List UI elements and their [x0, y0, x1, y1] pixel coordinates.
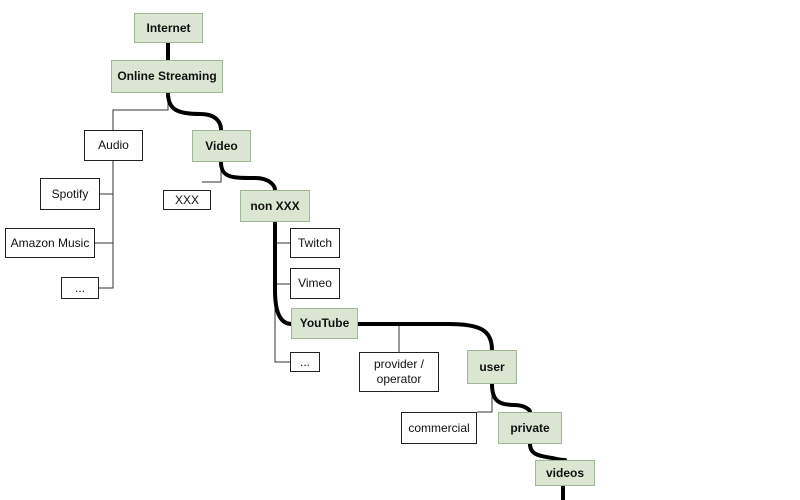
- node-xxx-label: XXX: [174, 192, 199, 207]
- node-private-label: private: [510, 420, 550, 435]
- connector-xxx: [202, 162, 222, 183]
- node-xxx: XXX: [163, 190, 211, 210]
- connector-nonxxx-children: [274, 222, 290, 363]
- node-vimeo: Vimeo: [290, 268, 340, 299]
- node-user-label: user: [479, 359, 505, 374]
- path-nonxxx-youtube: [273, 220, 294, 326]
- node-videos-label: videos: [545, 465, 584, 480]
- connector-audio: [112, 93, 169, 130]
- path-user-private: [490, 382, 532, 414]
- node-youtube-label: YouTube: [299, 316, 350, 330]
- node-provider-operator-label: provider / operator: [373, 357, 425, 386]
- node-commercial-label: commercial: [408, 420, 470, 435]
- node-non-xxx-label: non XXX: [250, 198, 300, 213]
- node-youtube: YouTube: [291, 308, 358, 339]
- node-user: user: [467, 350, 517, 384]
- node-audio-label: Audio: [98, 138, 129, 152]
- node-audio-more: ...: [61, 277, 99, 299]
- node-video: Video: [192, 130, 251, 162]
- node-twitch-label: Twitch: [297, 235, 332, 250]
- node-online-streaming-label: Online Streaming: [117, 69, 217, 83]
- node-spotify: Spotify: [40, 178, 100, 210]
- node-audio: Audio: [84, 130, 143, 161]
- node-provider-operator: provider / operator: [359, 352, 439, 392]
- node-amazon-music: Amazon Music: [5, 228, 95, 258]
- node-amazon-music-label: Amazon Music: [10, 235, 90, 250]
- path-youtube-user: [356, 322, 494, 352]
- path-streaming-video: [166, 91, 223, 132]
- node-twitch: Twitch: [290, 228, 340, 258]
- node-internet: Internet: [134, 13, 203, 43]
- node-online-streaming: Online Streaming: [111, 60, 223, 93]
- node-video-more: ...: [290, 352, 320, 372]
- node-private: private: [498, 412, 562, 444]
- node-non-xxx: non XXX: [240, 190, 310, 222]
- connector-commercial: [477, 384, 493, 413]
- path-video-nonxxx: [219, 160, 277, 192]
- node-internet-label: Internet: [146, 20, 191, 35]
- node-vimeo-label: Vimeo: [298, 276, 332, 290]
- node-commercial: commercial: [401, 412, 477, 444]
- node-video-label: Video: [205, 138, 238, 153]
- node-audio-more-label: ...: [74, 280, 85, 295]
- path-private-videos: [528, 442, 567, 462]
- node-videos: videos: [535, 460, 595, 486]
- connector-audio-children: [95, 161, 114, 289]
- node-video-more-label: ...: [299, 354, 310, 369]
- node-spotify-label: Spotify: [51, 186, 89, 201]
